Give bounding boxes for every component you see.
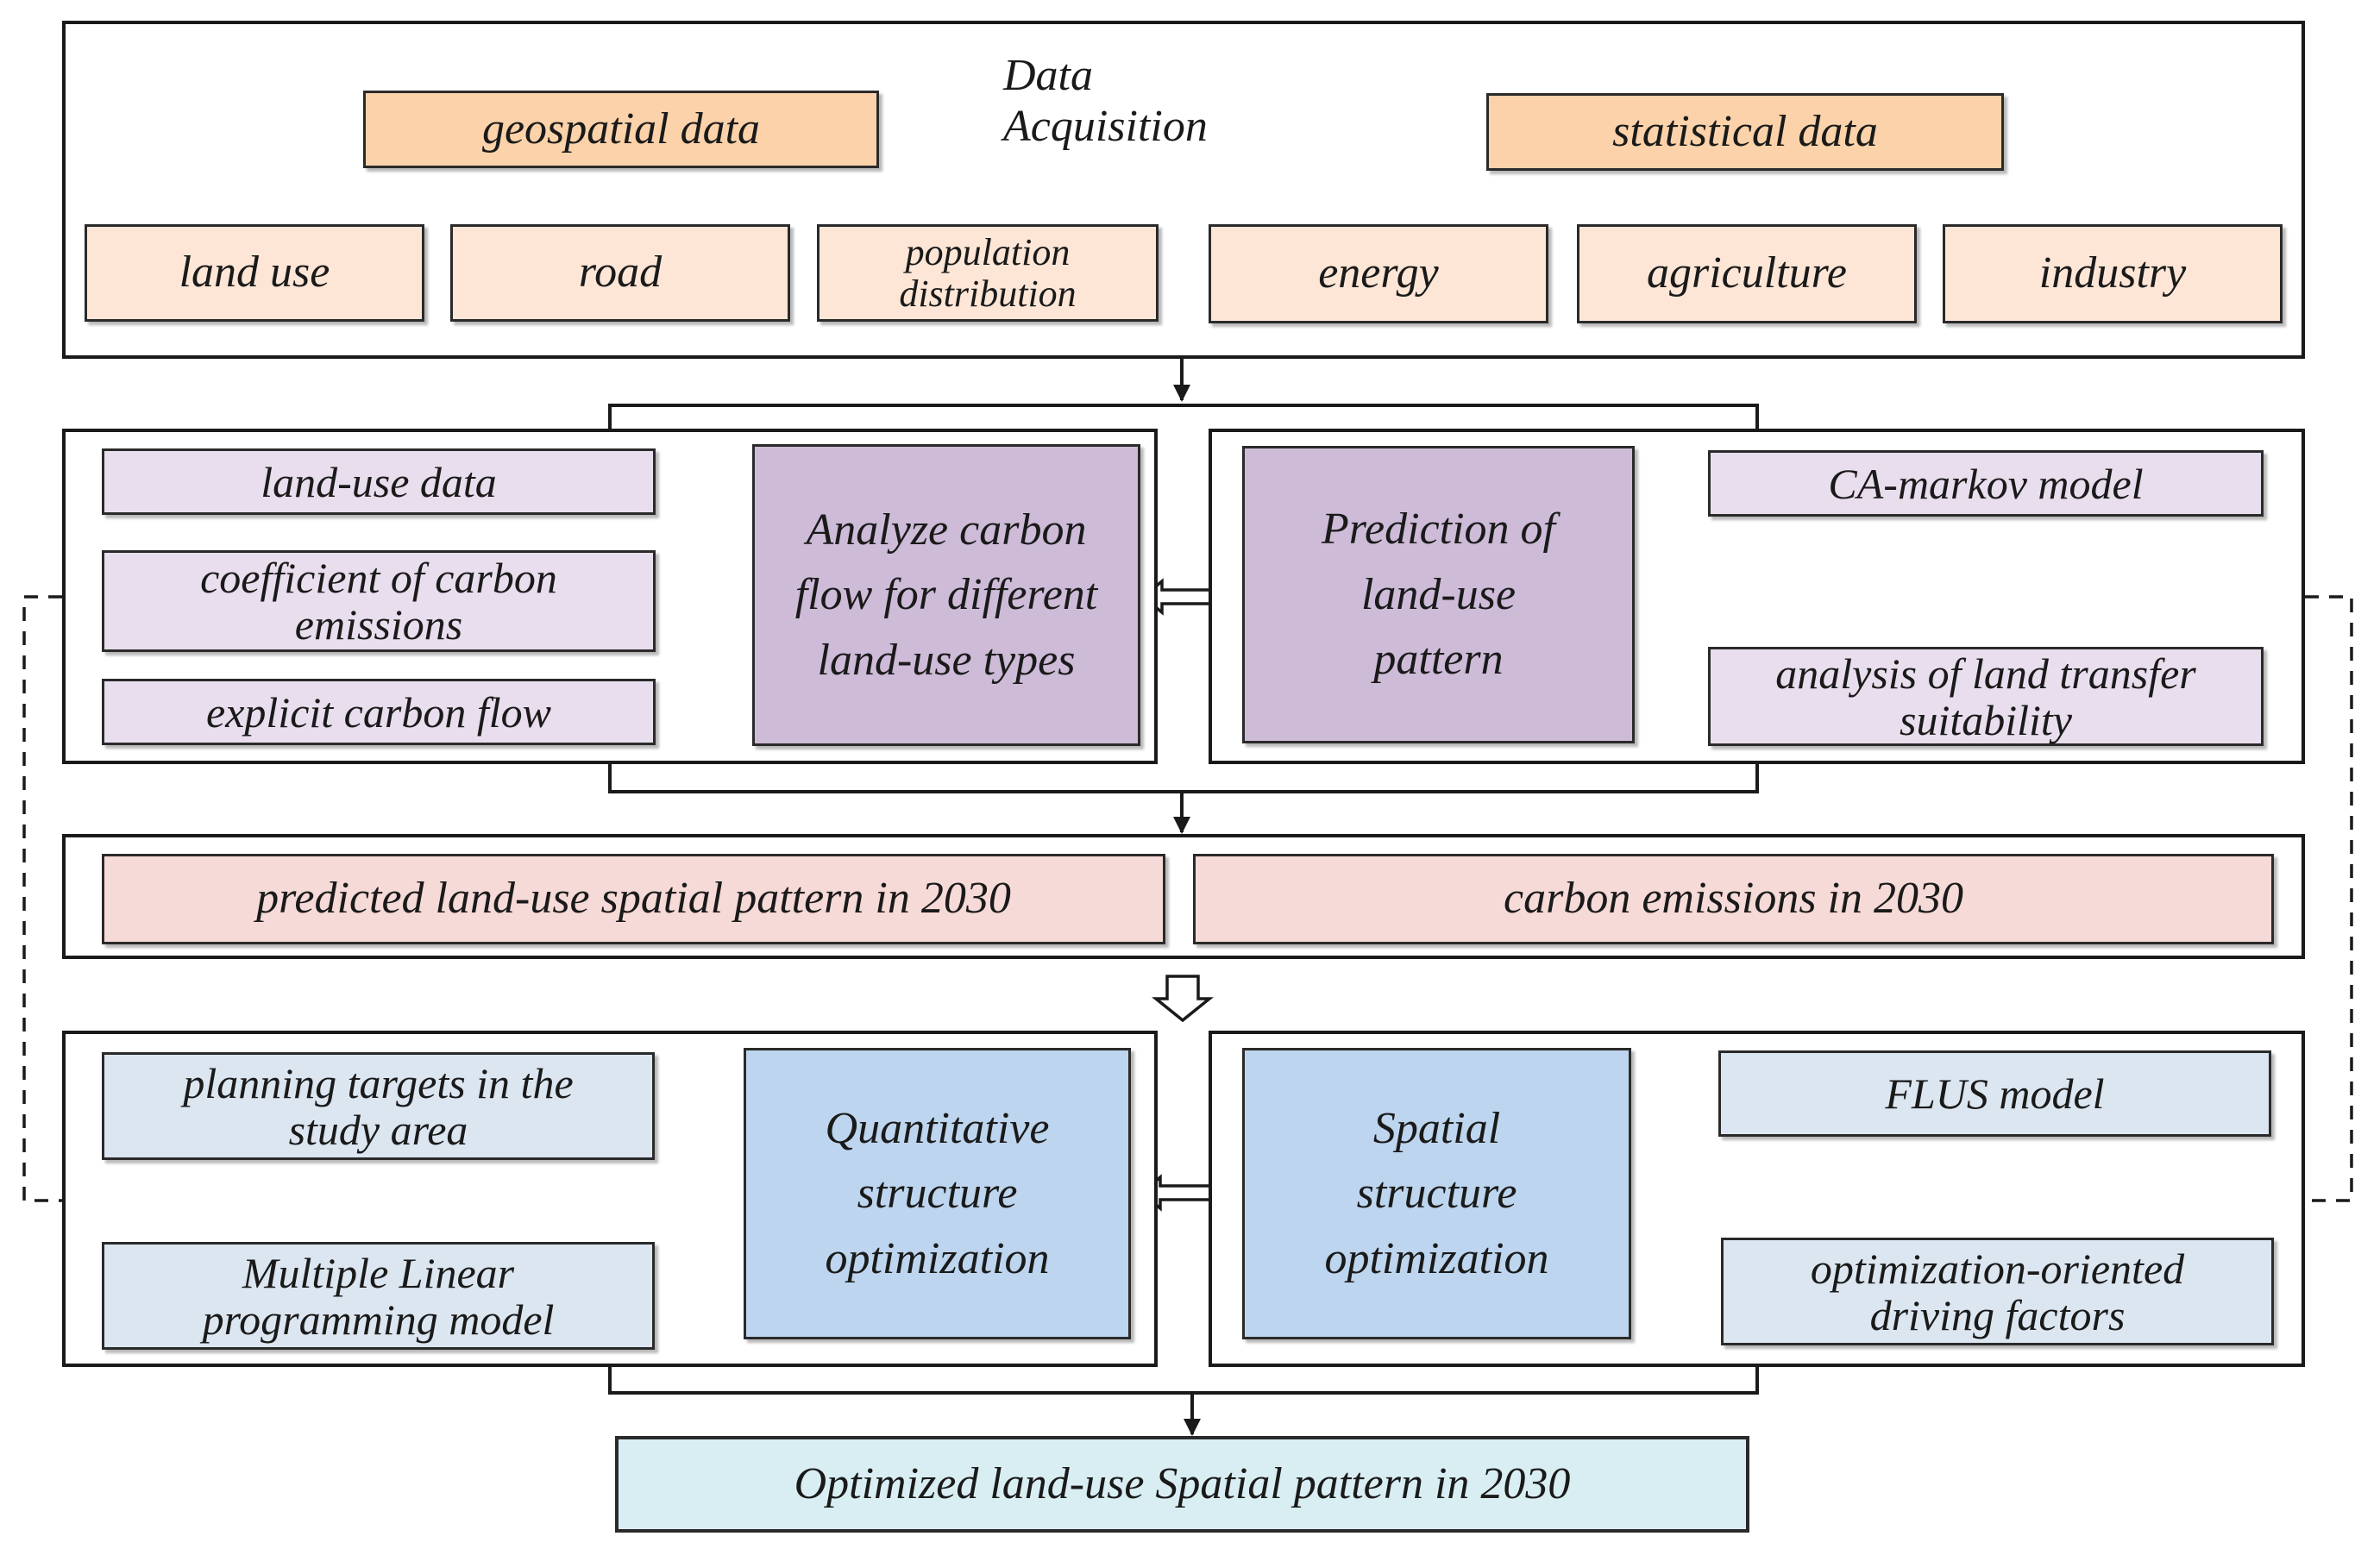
land-use-label: land use xyxy=(179,248,330,298)
explicit-carbon-flow-box: explicit carbon flow xyxy=(102,679,656,745)
quantitative-optimization-box: Quantitative structure optimization xyxy=(744,1048,1131,1339)
carbon-coefficient-label: coefficient of carbon emissions xyxy=(200,554,557,649)
acquisition-to-panels-arrow xyxy=(608,359,1759,429)
land-transfer-suitability-box: analysis of land transfer suitability xyxy=(1708,647,2264,746)
road-label: road xyxy=(578,248,663,298)
land-use-box: land use xyxy=(85,224,424,322)
explicit-carbon-flow-label: explicit carbon flow xyxy=(206,687,551,737)
carbon-emissions-2030-box: carbon emissions in 2030 xyxy=(1193,854,2274,944)
agriculture-box: agriculture xyxy=(1577,224,1917,323)
geospatial-data-box: geospatial data xyxy=(363,91,879,168)
data-acquisition-frame xyxy=(62,21,2305,359)
right-feedback-loop xyxy=(2305,595,2353,1202)
predicted-pattern-label: predicted land-use spatial pattern in 20… xyxy=(256,874,1011,924)
left-feedback-loop xyxy=(22,595,62,1202)
population-distribution-box: population distribution xyxy=(817,224,1159,322)
energy-box: energy xyxy=(1209,224,1548,323)
geospatial-data-label: geospatial data xyxy=(481,103,761,154)
land-use-data-label: land-use data xyxy=(261,457,497,506)
quantitative-optimization-label: Quantitative structure optimization xyxy=(825,1103,1050,1283)
linear-programming-box: Multiple Linear programming model xyxy=(102,1242,655,1350)
ca-markov-box: CA-markov model xyxy=(1708,450,2264,517)
prediction-box: Prediction of land-use pattern xyxy=(1242,446,1635,743)
prediction-label: Prediction of land-use pattern xyxy=(1321,505,1556,685)
driving-factors-label: optimization-oriented driving factors xyxy=(1810,1244,2185,1339)
panels-to-output-arrow xyxy=(608,1367,1759,1436)
linear-programming-label: Multiple Linear programming model xyxy=(202,1248,555,1344)
energy-label: energy xyxy=(1318,248,1439,298)
spatial-optimization-box: Spatial structure optimization xyxy=(1242,1048,1631,1339)
agriculture-label: agriculture xyxy=(1646,248,1848,298)
results-to-optimization-hollow-arrow xyxy=(1152,975,1214,1023)
planning-targets-label: planning targets in the study area xyxy=(183,1058,574,1154)
data-acquisition-title: Data Acquisition xyxy=(1003,51,1208,151)
panels-to-results-arrow xyxy=(608,764,1759,834)
analyze-carbon-flow-label: Analyze carbon flow for different land-u… xyxy=(794,505,1098,685)
statistical-data-box: statistical data xyxy=(1486,93,2004,171)
ca-markov-label: CA-markov model xyxy=(1828,459,2144,508)
carbon-coefficient-box: coefficient of carbon emissions xyxy=(102,550,656,652)
land-use-data-box: land-use data xyxy=(102,448,656,515)
road-box: road xyxy=(450,224,790,322)
flus-model-box: FLUS model xyxy=(1718,1050,2271,1137)
flus-model-label: FLUS model xyxy=(1885,1069,2105,1118)
analyze-carbon-flow-box: Analyze carbon flow for different land-u… xyxy=(752,444,1140,746)
predicted-pattern-box: predicted land-use spatial pattern in 20… xyxy=(102,854,1165,944)
optimized-pattern-box: Optimized land-use Spatial pattern in 20… xyxy=(615,1436,1749,1533)
industry-box: industry xyxy=(1943,224,2283,323)
driving-factors-box: optimization-oriented driving factors xyxy=(1721,1238,2274,1345)
optimized-pattern-label: Optimized land-use Spatial pattern in 20… xyxy=(794,1458,1571,1508)
statistical-data-label: statistical data xyxy=(1612,106,1878,156)
spatial-optimization-label: Spatial structure optimization xyxy=(1324,1103,1549,1283)
population-distribution-label: population distribution xyxy=(899,230,1077,315)
planning-targets-box: planning targets in the study area xyxy=(102,1052,655,1160)
carbon-emissions-2030-label: carbon emissions in 2030 xyxy=(1504,874,1963,924)
industry-label: industry xyxy=(2038,248,2187,298)
land-transfer-suitability-label: analysis of land transfer suitability xyxy=(1775,649,2196,744)
